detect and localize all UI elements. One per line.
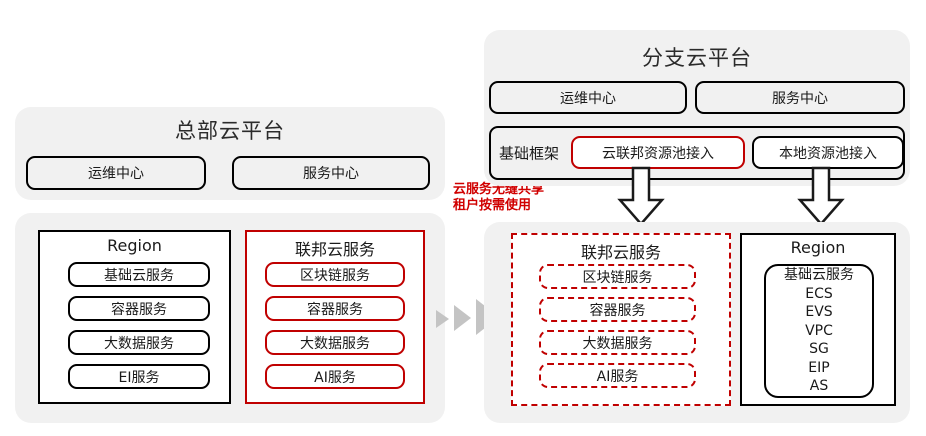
branch-region-stack-title: 基础云服务	[784, 267, 854, 284]
branch-access-cloud-federation[interactable]: 云联邦资源池接入	[571, 136, 745, 169]
branch-access-local-pool[interactable]: 本地资源池接入	[752, 136, 904, 169]
hq-region-title: Region	[107, 236, 162, 255]
hq-region-service-0[interactable]: 基础云服务	[68, 262, 210, 287]
arrow-down-outline-icon-right	[797, 166, 845, 226]
hq-federation-title: 联邦云服务	[294, 240, 375, 259]
branch-center-ops[interactable]: 运维中心	[489, 81, 687, 114]
branch-federation-service-2[interactable]: 大数据服务	[539, 330, 696, 355]
hq-platform-title: 总部云平台	[175, 119, 285, 143]
branch-federation-service-0[interactable]: 区块链服务	[539, 264, 696, 289]
hq-federation-service-1[interactable]: 容器服务	[265, 296, 405, 321]
branch-federation-title: 联邦云服务	[580, 243, 661, 262]
triple-chevron-right-icon-1	[436, 310, 449, 328]
branch-federation-service-1[interactable]: 容器服务	[539, 297, 696, 322]
triple-chevron-right-icon-2	[454, 305, 471, 331]
branch-platform-title: 分支云平台	[642, 46, 752, 70]
branch-region-stack-item-4: EIP	[808, 359, 830, 376]
branch-federation-service-3[interactable]: AI服务	[539, 363, 696, 388]
hq-federation-service-2[interactable]: 大数据服务	[265, 330, 405, 355]
branch-center-service[interactable]: 服务中心	[695, 81, 905, 114]
branch-region-stack-item-0: ECS	[805, 285, 833, 302]
branch-region-stack-item-2: VPC	[805, 322, 833, 339]
branch-region-stack-item-3: SG	[809, 341, 829, 358]
branch-region-title: Region	[790, 238, 846, 257]
hq-federation-service-3[interactable]: AI服务	[265, 364, 405, 389]
transition-note-line-2: 租户按需使用	[453, 198, 532, 213]
hq-federation-service-0[interactable]: 区块链服务	[265, 262, 405, 287]
arrow-down-outline-icon-left	[617, 166, 665, 226]
hq-region-service-3[interactable]: EI服务	[68, 364, 210, 389]
hq-center-service[interactable]: 服务中心	[232, 156, 430, 190]
branch-region-stack-item-5: AS	[809, 378, 829, 395]
hq-region-service-1[interactable]: 容器服务	[68, 296, 210, 321]
hq-center-ops[interactable]: 运维中心	[26, 156, 206, 190]
branch-region-service-stack[interactable]: 基础云服务 ECS EVS VPC SG EIP AS	[764, 264, 874, 398]
branch-region-stack-item-1: EVS	[805, 304, 833, 321]
hq-region-service-2[interactable]: 大数据服务	[68, 330, 210, 355]
branch-framework-label: 基础框架	[499, 144, 560, 163]
